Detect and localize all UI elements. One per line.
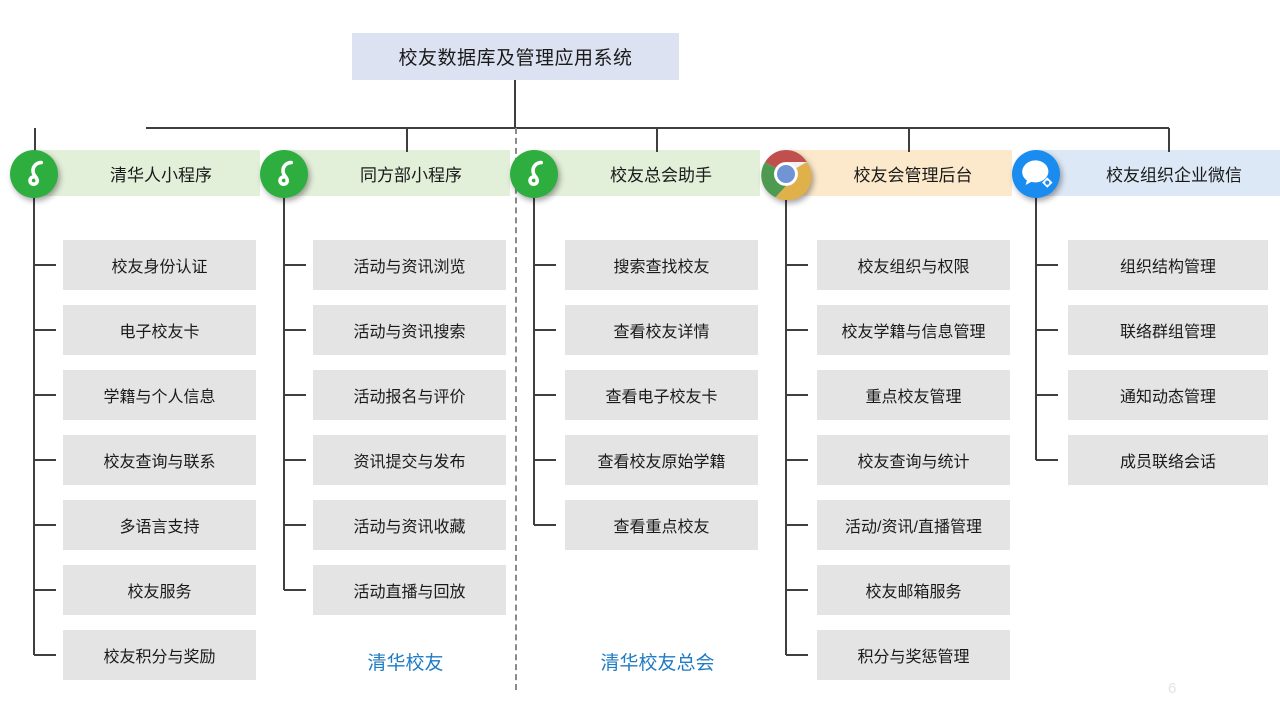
column-header-band: 清华人小程序 bbox=[32, 150, 260, 196]
connector-tick bbox=[284, 394, 306, 396]
connector-tick bbox=[1036, 459, 1058, 461]
wechat-work-icon bbox=[1010, 148, 1062, 200]
column-spine-line bbox=[33, 196, 35, 655]
column-spine-line bbox=[283, 196, 285, 590]
connector-tick bbox=[1036, 329, 1058, 331]
bus-drop-line bbox=[1168, 128, 1170, 152]
feature-item[interactable]: 资讯提交与发布 bbox=[313, 435, 506, 485]
connector-tick bbox=[34, 589, 56, 591]
connector-tick bbox=[786, 524, 808, 526]
connector-tick bbox=[284, 589, 306, 591]
feature-item[interactable]: 多语言支持 bbox=[63, 500, 256, 550]
wechat-miniprogram-icon bbox=[508, 148, 560, 200]
bus-drop-line bbox=[34, 128, 36, 152]
column-title-label: 同方部小程序 bbox=[360, 165, 462, 185]
bus-drop-line bbox=[908, 128, 910, 152]
connector-tick bbox=[34, 524, 56, 526]
root-trunk-line bbox=[514, 80, 516, 128]
connector-tick bbox=[1036, 394, 1058, 396]
feature-item[interactable]: 查看电子校友卡 bbox=[565, 370, 758, 420]
page-number: 6 bbox=[1168, 680, 1177, 697]
connector-tick bbox=[284, 264, 306, 266]
feature-item[interactable]: 校友身份认证 bbox=[63, 240, 256, 290]
connector-tick bbox=[284, 524, 306, 526]
root-node-label: 校友数据库及管理应用系统 bbox=[398, 48, 633, 69]
connector-tick bbox=[284, 329, 306, 331]
feature-item[interactable]: 积分与奖惩管理 bbox=[817, 630, 1010, 680]
column-spine-line bbox=[1035, 196, 1037, 460]
connector-tick bbox=[34, 654, 56, 656]
feature-item[interactable]: 校友服务 bbox=[63, 565, 256, 615]
feature-item[interactable]: 校友查询与统计 bbox=[817, 435, 1010, 485]
feature-item[interactable]: 校友学籍与信息管理 bbox=[817, 305, 1010, 355]
connector-tick bbox=[534, 459, 556, 461]
feature-item[interactable]: 校友查询与联系 bbox=[63, 435, 256, 485]
connector-tick bbox=[34, 264, 56, 266]
feature-item[interactable]: 校友邮箱服务 bbox=[817, 565, 1010, 615]
feature-item[interactable]: 校友组织与权限 bbox=[817, 240, 1010, 290]
connector-tick bbox=[786, 329, 808, 331]
column-header-band: 校友总会助手 bbox=[532, 150, 760, 196]
column-header-band: 校友组织企业微信 bbox=[1034, 150, 1280, 196]
column-caption: 清华校友总会 bbox=[600, 653, 715, 674]
feature-item[interactable]: 查看校友原始学籍 bbox=[565, 435, 758, 485]
feature-item[interactable]: 活动与资讯搜索 bbox=[313, 305, 506, 355]
connector-tick bbox=[34, 459, 56, 461]
chrome-browser-icon bbox=[760, 148, 812, 200]
bus-drop-line bbox=[656, 128, 658, 152]
feature-item[interactable]: 通知动态管理 bbox=[1068, 370, 1268, 420]
column-header-band: 同方部小程序 bbox=[282, 150, 510, 196]
feature-item[interactable]: 联络群组管理 bbox=[1068, 305, 1268, 355]
connector-tick bbox=[34, 329, 56, 331]
column-title-label: 校友会管理后台 bbox=[853, 165, 973, 185]
connector-tick bbox=[786, 589, 808, 591]
feature-item[interactable]: 搜索查找校友 bbox=[565, 240, 758, 290]
connector-tick bbox=[534, 329, 556, 331]
feature-item[interactable]: 学籍与个人信息 bbox=[63, 370, 256, 420]
column-title-label: 校友总会助手 bbox=[610, 165, 712, 185]
feature-item[interactable]: 活动/资讯/直播管理 bbox=[817, 500, 1010, 550]
bus-drop-line bbox=[406, 128, 408, 152]
wechat-miniprogram-icon bbox=[8, 148, 60, 200]
feature-item[interactable]: 活动与资讯收藏 bbox=[313, 500, 506, 550]
column-header-band: 校友会管理后台 bbox=[784, 150, 1012, 196]
column-title-label: 校友组织企业微信 bbox=[1106, 165, 1242, 185]
feature-item[interactable]: 活动直播与回放 bbox=[313, 565, 506, 615]
feature-item[interactable]: 查看校友详情 bbox=[565, 305, 758, 355]
connector-tick bbox=[786, 264, 808, 266]
root-node-system-title: 校友数据库及管理应用系统 bbox=[352, 33, 679, 80]
connector-tick bbox=[534, 524, 556, 526]
column-title-label: 清华人小程序 bbox=[110, 165, 212, 185]
column-spine-line bbox=[533, 196, 535, 525]
connector-tick bbox=[284, 459, 306, 461]
connector-tick bbox=[534, 264, 556, 266]
connector-tick bbox=[1036, 264, 1058, 266]
wechat-miniprogram-icon bbox=[258, 148, 310, 200]
feature-item[interactable]: 查看重点校友 bbox=[565, 500, 758, 550]
dashed-divider bbox=[515, 128, 517, 690]
feature-item[interactable]: 活动与资讯浏览 bbox=[313, 240, 506, 290]
connector-tick bbox=[786, 654, 808, 656]
feature-item[interactable]: 组织结构管理 bbox=[1068, 240, 1268, 290]
connector-tick bbox=[34, 394, 56, 396]
feature-item[interactable]: 校友积分与奖励 bbox=[63, 630, 256, 680]
connector-tick bbox=[786, 459, 808, 461]
feature-item[interactable]: 重点校友管理 bbox=[817, 370, 1010, 420]
column-caption: 清华校友 bbox=[367, 653, 444, 674]
column-spine-line bbox=[785, 196, 787, 655]
feature-item[interactable]: 活动报名与评价 bbox=[313, 370, 506, 420]
connector-tick bbox=[534, 394, 556, 396]
feature-item[interactable]: 成员联络会话 bbox=[1068, 435, 1268, 485]
connector-tick bbox=[786, 394, 808, 396]
feature-item[interactable]: 电子校友卡 bbox=[63, 305, 256, 355]
